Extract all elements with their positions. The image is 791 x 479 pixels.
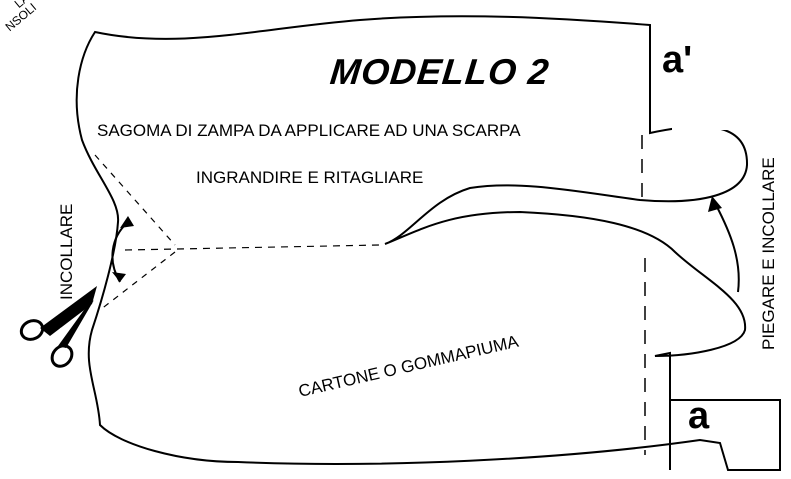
corner-stamp: LA NSOLI xyxy=(3,0,40,34)
paw-pattern-outline xyxy=(75,15,781,471)
paper-margin xyxy=(672,18,791,130)
glue-left-text: INCOLLARE xyxy=(57,204,76,300)
instruction-text: INGRANDIRE E RITAGLIARE xyxy=(196,168,423,187)
curved-arrow-icon xyxy=(708,196,740,293)
mark-a: a xyxy=(688,395,710,437)
description-text: SAGOMA DI ZAMPA DA APPLICARE AD UNA SCAR… xyxy=(97,121,521,140)
corner-text-1: LA xyxy=(12,0,32,11)
model-title: MODELLO 2 xyxy=(328,51,551,92)
mark-a-prime: a' xyxy=(662,39,692,81)
center-fold-line xyxy=(124,244,381,251)
scissors-icon xyxy=(19,286,97,368)
fold-glue-text: PIEGARE E INCOLLARE xyxy=(759,157,778,350)
glue-line-upper xyxy=(94,154,176,246)
glue-line-lower xyxy=(99,251,176,311)
fold-arrow-icon xyxy=(111,216,134,283)
